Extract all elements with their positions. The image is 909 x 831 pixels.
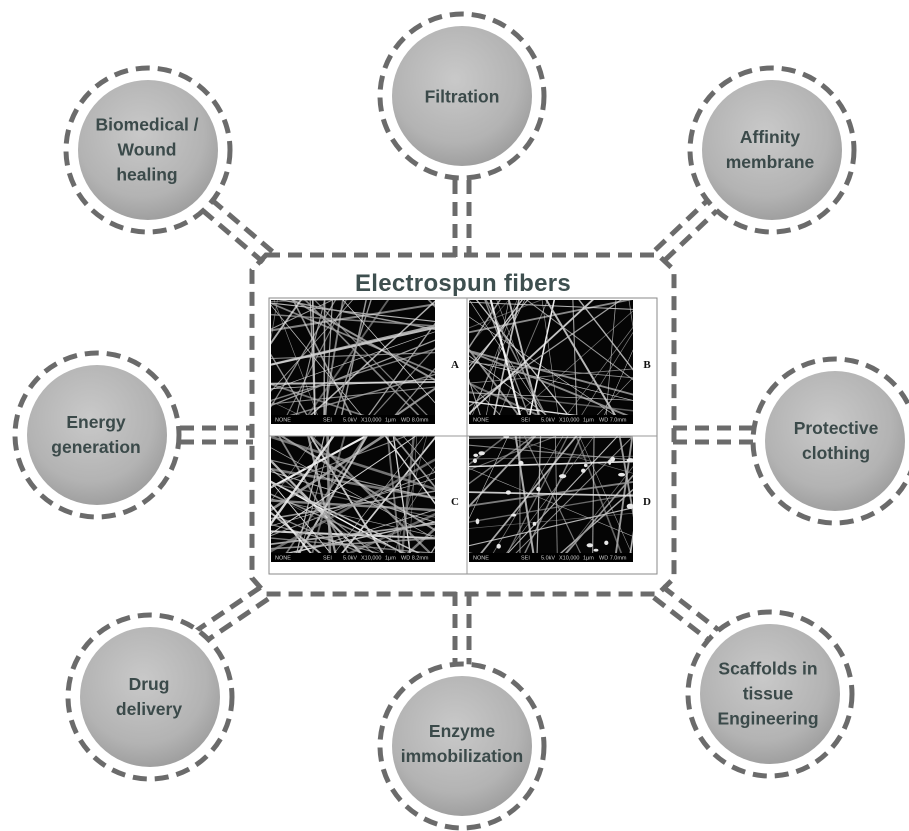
sem-label-strip (633, 300, 655, 424)
circle-filtration-disc (392, 26, 532, 166)
circle-filtration (377, 11, 547, 181)
circle-protective-disc (765, 371, 905, 511)
circle-enzyme (377, 661, 547, 831)
application-circles (12, 11, 909, 831)
sem-info-text: 5.0kV (343, 556, 357, 562)
sem-info-bar-a (271, 415, 435, 424)
sem-info-text: WD 7.0mm (599, 418, 627, 424)
circle-drug (65, 612, 235, 782)
sem-info-text: SEI (323, 418, 332, 424)
label-energy: Energy generation (51, 412, 141, 457)
connector-affinity-b (661, 203, 725, 264)
circle-affinity-disc (702, 80, 842, 220)
sem-panel-letter-a: A (451, 359, 459, 371)
label-protective: Protective clothing (793, 418, 879, 463)
label-filtration: Filtration (424, 86, 500, 107)
sem-info-bar-c (271, 553, 435, 562)
sem-info-text: 1µm (583, 556, 594, 562)
sem-info-text: 1µm (583, 418, 594, 424)
sem-info-text: SEI (521, 418, 530, 424)
label-enzyme: Enzyme immobilization (400, 721, 524, 766)
sem-info-text: NONE (275, 418, 291, 424)
circle-scaffolds-disc (700, 624, 840, 764)
circle-energy-disc (27, 365, 167, 505)
sem-info-text: SEI (521, 556, 530, 562)
sem-info-bar-d (469, 553, 633, 562)
sem-info-text: WD 8.0mm (401, 418, 429, 424)
circle-biomedical (63, 65, 233, 235)
circle-biomedical-disc (78, 80, 218, 220)
connector-scaffolds-b (660, 584, 726, 637)
connector-affinity-a (651, 193, 715, 254)
sem-label-strip (435, 300, 468, 424)
sem-info-text: 5.0kV (541, 556, 555, 562)
sem-info-text: NONE (473, 418, 489, 424)
central-frame (249, 252, 677, 597)
sem-info-text: 5.0kV (541, 418, 555, 424)
sem-info-text: X10,000 (559, 418, 580, 424)
sem-info-text: NONE (275, 556, 291, 562)
connector-drug-b (192, 584, 264, 635)
circle-drug-disc (80, 627, 220, 767)
circle-affinity (687, 65, 857, 235)
central-frame-outline (249, 252, 677, 597)
sem-info-text: WD 8.2mm (401, 556, 429, 562)
connector-biomedical-a (200, 208, 266, 265)
sem-info-bar-b (469, 415, 633, 424)
sem-info-text: X10,000 (361, 418, 382, 424)
sem-info-text: X10,000 (361, 556, 382, 562)
connector-biomedical-b (209, 197, 275, 254)
circle-energy (12, 350, 182, 520)
sem-info-text: NONE (473, 556, 489, 562)
label-affinity: Affinity membrane (725, 127, 815, 172)
label-scaffolds: Scaffolds in tissue Engineering (717, 658, 819, 729)
diagram-title: Electrospun fibers (354, 270, 572, 297)
sem-info-text: 5.0kV (343, 418, 357, 424)
sem-info-text: SEI (323, 556, 332, 562)
connectors (180, 180, 755, 665)
label-drug: Drug delivery (115, 674, 183, 719)
fibers-b (469, 300, 633, 424)
circle-protective (750, 356, 909, 526)
sem-panel-letter-d: D (643, 496, 651, 508)
sem-label-strip (435, 436, 468, 562)
sem-label-strip (633, 436, 655, 562)
fibers-d (469, 436, 633, 562)
label-biomedical: Biomedical / Wound healing (95, 114, 199, 185)
circle-enzyme-disc (392, 676, 532, 816)
connector-drug-a (200, 595, 272, 646)
sem-info-text: 1µm (385, 556, 396, 562)
sem-info-text: 1µm (385, 418, 396, 424)
sem-panel-letter-b: B (643, 359, 651, 371)
sem-info-text: WD 7.0mm (599, 556, 627, 562)
connector-scaffolds-a (652, 595, 718, 648)
circle-scaffolds (685, 609, 855, 779)
sem-panel-letter-c: C (451, 496, 459, 508)
sem-info-text: X10,000 (559, 556, 580, 562)
